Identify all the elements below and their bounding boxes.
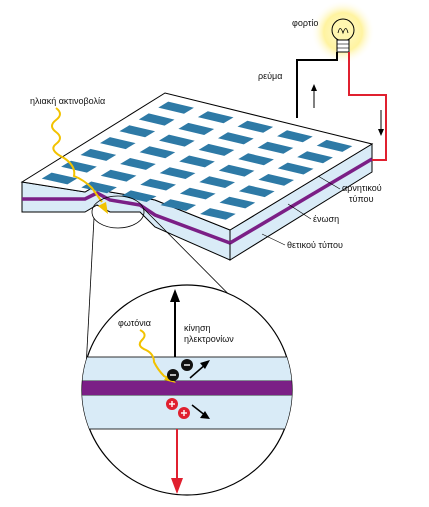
electron-flow-arrow-icon (170, 289, 180, 357)
zoom-source-circle (91, 195, 145, 229)
pn-junction-layer (82, 381, 292, 395)
current-arrow-icon (311, 84, 317, 108)
solar-cell (120, 158, 156, 170)
solar-cell (198, 143, 235, 156)
solar-cell (316, 139, 353, 152)
solar-cell (218, 164, 255, 177)
leader-n-type (317, 175, 341, 190)
label-solar-radiation: ηλιακή ακτινοβολία (30, 96, 105, 106)
solar-cell (41, 172, 78, 185)
solar-cell-grid (41, 101, 353, 220)
zoom-line-left (85, 217, 95, 369)
junction-layer-front (22, 191, 231, 245)
wire-black (296, 52, 338, 118)
solar-cell (119, 125, 156, 138)
external-circuit (296, 0, 387, 161)
solar-cell (138, 113, 175, 126)
hole-icon (178, 407, 190, 419)
solar-cell (238, 185, 275, 198)
solar-cell (80, 148, 117, 161)
label-p-type: θετικού τύπου (287, 240, 343, 250)
hole-icon (166, 398, 178, 410)
solar-cell (159, 134, 195, 147)
solar-cell (297, 151, 333, 164)
sunray-icon (51, 107, 103, 203)
sunray-arrowhead (98, 202, 108, 214)
solar-cell (140, 178, 176, 191)
solar-cell (179, 155, 215, 168)
label-electron-motion-2: ηλεκτρονίων (184, 334, 234, 344)
label-junction: ένωση (313, 214, 339, 224)
hole-motion-arrow-icon (191, 404, 210, 419)
solar-cell (178, 122, 215, 135)
solar-cell (160, 199, 197, 211)
solar-cell (219, 196, 256, 209)
leader-junction (287, 203, 312, 220)
solar-cell (277, 130, 313, 143)
magnified-view (81, 284, 293, 496)
solar-panel (20, 92, 374, 261)
leader-p-type (261, 233, 286, 246)
light-bulb-icon (331, 18, 355, 53)
solar-cell (100, 169, 137, 182)
photon-ray-icon (138, 329, 175, 382)
electron-icon (181, 359, 193, 371)
wire-red (348, 52, 387, 161)
hole-flow-arrow-icon (171, 429, 183, 494)
solar-cell (100, 137, 136, 150)
solar-cell (199, 176, 235, 188)
solar-cell (238, 153, 274, 166)
label-n-type-1: αρνητικού (342, 183, 382, 193)
electron-icon (167, 369, 179, 381)
solar-cell (120, 190, 157, 202)
solar-cell (200, 208, 236, 220)
label-current: ρεύμα (258, 71, 282, 81)
solar-cell (197, 111, 234, 124)
solar-cell (237, 120, 274, 133)
solar-cell (158, 101, 194, 114)
solar-cell (159, 167, 196, 179)
solar-cell (257, 141, 294, 154)
label-electron-motion-1: κίνηση (184, 323, 211, 333)
solar-cell (258, 174, 294, 186)
solar-cell (277, 162, 314, 175)
solar-cell (139, 146, 176, 159)
current-arrow-down-icon (378, 110, 384, 136)
solar-cell (218, 132, 254, 145)
label-photons: φωτόνια (118, 318, 151, 328)
label-load: φορτίο (292, 18, 318, 28)
solar-cell (179, 187, 216, 200)
solar-cell (81, 181, 117, 194)
junction-layer-side (229, 157, 373, 245)
electron-motion-arrow-icon (189, 360, 210, 379)
label-n-type-2: τύπου (349, 194, 374, 204)
